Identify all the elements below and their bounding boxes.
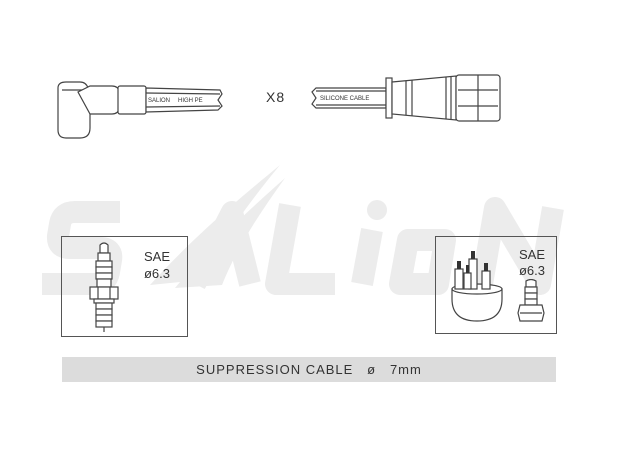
left-cable-print: HIGH PE	[178, 98, 203, 104]
distributor-cap-box: SAE ø6.3	[435, 236, 557, 334]
quantity-multiplier: X8	[266, 89, 286, 105]
left-standard-label: SAE	[143, 249, 170, 264]
right-standard-label: SAE	[518, 247, 545, 262]
left-boot-print: SALION	[148, 98, 170, 104]
right-cable-print: SILICONE CABLE	[320, 96, 369, 102]
terminal-nut-icon	[517, 279, 545, 322]
spark-plug-icon	[89, 242, 119, 332]
spec-bar: SUPPRESSION CABLE ø 7mm	[62, 357, 556, 382]
right-size-label: ø6.3	[518, 263, 545, 278]
spark-plug-box: SAE ø6.3	[61, 236, 188, 337]
right-cable-end: SILICONE CABLE	[311, 74, 501, 122]
left-size-label: ø6.3	[143, 266, 170, 281]
left-cable-end: SALION HIGH PE	[57, 81, 223, 139]
suppression-cable-label: SUPPRESSION CABLE ø 7mm	[196, 362, 422, 377]
distributor-cap-icon	[451, 251, 503, 322]
